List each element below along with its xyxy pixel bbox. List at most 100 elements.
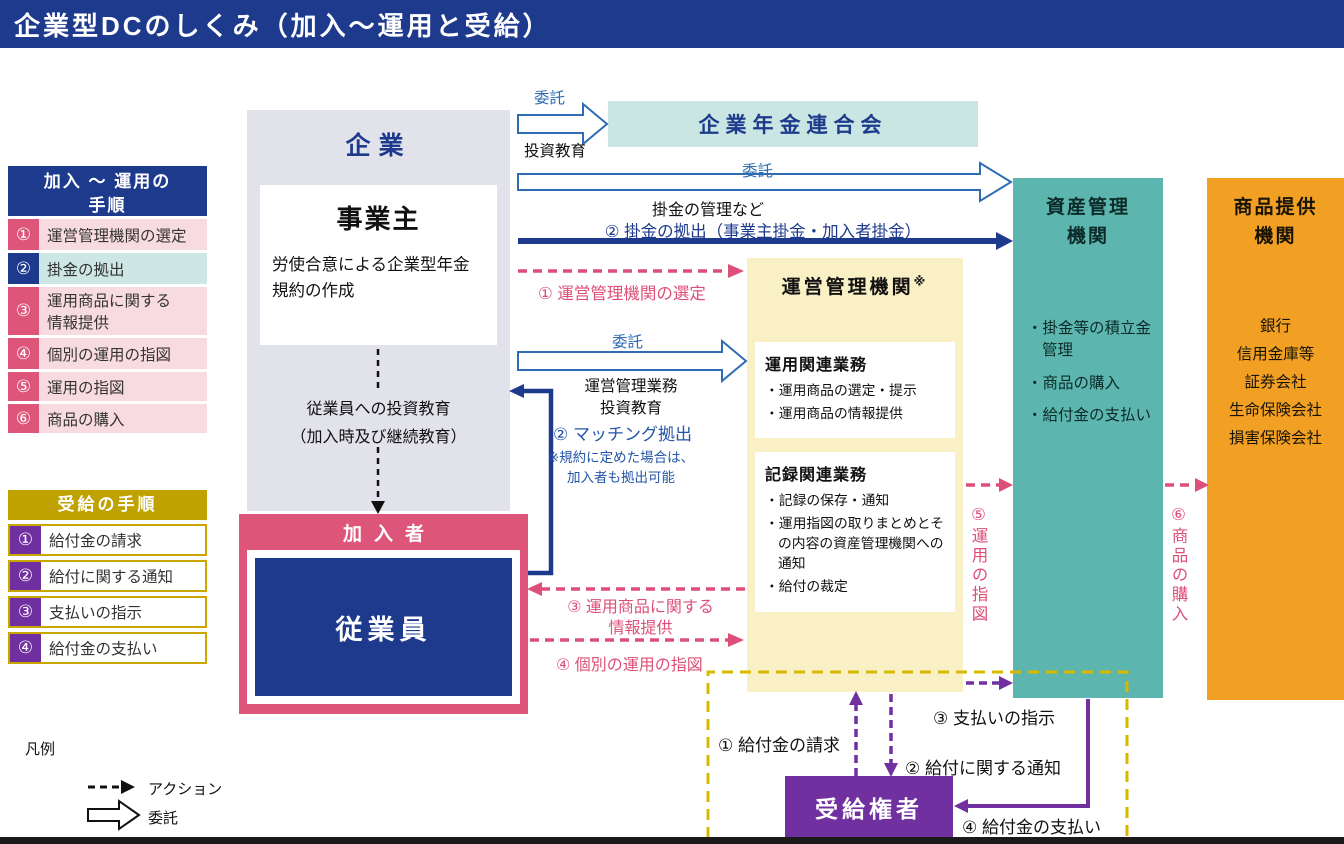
step-label: 商品の購入 (39, 404, 207, 433)
employee-box: 従業員 (255, 558, 512, 696)
legend-action-label: アクション (148, 781, 223, 798)
join-step-row: ④ 個別の運用の指図 (8, 338, 207, 369)
list-item: 証券会社 (1244, 373, 1307, 391)
operation-duty-title: 運用関連業務 (765, 357, 868, 374)
step-label: 支払いの指示 (41, 598, 205, 626)
list-item: 信用金庫等 (1236, 345, 1315, 363)
join-step-row: ① 運営管理機関の選定 (8, 219, 207, 250)
beneficiary-box: 受給権者 (785, 776, 953, 837)
legend-action-arrowhead (121, 780, 135, 794)
company-box: 企業 事業主 労使合意による企業型年金 規約の作成 従業員への投資教育 （加入時… (247, 110, 510, 511)
record-duty-box: 記録関連業務 記録の保存・通知 運用指図の取りまとめとその内容の資産管理機関への… (755, 452, 955, 612)
step-label: 給付金の支払い (41, 634, 205, 662)
investment-education-label: 投資教育 (524, 143, 587, 160)
asset-org-box: 資産管理 機関 掛金等の積立金管理 商品の購入 給付金の支払い (1013, 178, 1163, 698)
benefit-step-row: ① 給付金の請求 (8, 524, 207, 556)
benefit-steps-panel: 受給の手順 ① 給付金の請求 ② 給付に関する通知 ③ 支払いの指示 ④ 給付金… (8, 490, 207, 664)
benefit-notice-arrowhead (884, 763, 898, 777)
benefit-claim-arrowhead (849, 691, 863, 705)
pension-federation-box: 企業年金連合会 (608, 101, 978, 147)
step-number-badge: ③ (10, 598, 41, 626)
product-purchase-label: ⑥商品の購入 (1169, 505, 1187, 625)
operation-duty-list: 運用商品の選定・提示 運用商品の情報提供 (765, 381, 947, 424)
step-number-badge: ④ (10, 634, 41, 662)
step-label: 運営管理機関の選定 (39, 219, 207, 250)
entrust-asset-label: 委託 (742, 163, 774, 180)
list-item: 給付の裁定 (765, 577, 947, 597)
join-step-row: ⑥ 商品の購入 (8, 404, 207, 433)
step-number-badge: ⑤ (8, 372, 39, 401)
admin-org-title: 運営管理機関※ (747, 272, 963, 299)
step-number-badge: ② (8, 253, 39, 284)
list-item: 損害保険会社 (1228, 429, 1322, 447)
entrust-federation-label: 委託 (534, 90, 566, 107)
benefit-payment-arrowhead (954, 799, 968, 813)
investment-instruction-label: ⑤運用の指図 (969, 505, 987, 625)
list-item: 銀行 (1259, 318, 1291, 335)
record-duty-list: 記録の保存・通知 運用指図の取りまとめとその内容の資産管理機関への通知 給付の裁… (765, 491, 947, 597)
admin-org-title-mark: ※ (913, 274, 929, 289)
list-item: 商品の購入 (1027, 373, 1157, 395)
list-item: 運用指図の取りまとめとその内容の資産管理機関への通知 (765, 514, 947, 574)
payment-instruction-label: ③ 支払いの指示 (933, 709, 1055, 728)
employer-box: 事業主 労使合意による企業型年金 規約の作成 (260, 185, 497, 345)
step-number-badge: ③ (8, 287, 39, 335)
company-title: 企業 (345, 132, 412, 160)
matching-note: ※規約に定めた場合は、 加入者も拠出可能 (547, 450, 695, 486)
record-duty-title: 記録関連業務 (765, 467, 868, 484)
list-item: 掛金等の積立金管理 (1027, 318, 1157, 363)
asset-org-list: 掛金等の積立金管理 商品の購入 給付金の支払い (1027, 318, 1157, 438)
matching-arrowhead (509, 384, 524, 398)
product-org-title: 商品提供 機関 (1233, 197, 1318, 247)
list-item: 記録の保存・通知 (765, 491, 947, 511)
entrust-federation-arrow (517, 101, 609, 147)
contribution-mgmt-label: 掛金の管理など (652, 202, 765, 219)
education-text: 従業員への投資教育 （加入時及び継続教育） (290, 401, 467, 446)
member-inner: 従業員 (247, 550, 520, 704)
step-label: 運用商品に関する 情報提供 (39, 287, 207, 335)
select-admin-label: ① 運営管理機関の選定 (538, 285, 706, 303)
legend-entrust-label: 委託 (148, 810, 179, 827)
matching-label: ② マッチング拠出 (553, 425, 692, 444)
step-number-badge: ① (10, 526, 41, 554)
join-step-row: ② 掛金の拠出 (8, 253, 207, 284)
benefit-claim-label: ① 給付金の請求 (718, 736, 840, 755)
step-label: 個別の運用の指図 (39, 338, 207, 369)
join-step-row: ③ 運用商品に関する 情報提供 (8, 287, 207, 335)
step-number-badge: ④ (8, 338, 39, 369)
page-title: 企業型DCのしくみ（加入〜運用と受給） (0, 0, 1344, 48)
list-item: 生命保険会社 (1228, 401, 1322, 419)
admin-duty-label: 運営管理業務 投資教育 (584, 378, 678, 417)
select-admin-arrowhead (728, 264, 744, 278)
benefit-notice-label: ② 給付に関する通知 (905, 759, 1061, 778)
entrust-admin-label: 委託 (612, 334, 644, 351)
benefit-steps-header: 受給の手順 (8, 490, 207, 520)
list-item: 運用商品の情報提供 (765, 404, 947, 424)
step-label: 掛金の拠出 (39, 253, 207, 284)
employer-description: 労使合意による企業型年金 規約の作成 (272, 256, 470, 301)
admin-org-title-text: 運営管理機関 (781, 277, 914, 298)
legend-entrust-arrow (87, 799, 141, 831)
step-label: 運用の指図 (39, 372, 207, 401)
list-item: 給付金の支払い (1027, 405, 1157, 427)
asset-org-title: 資産管理 機関 (1045, 197, 1130, 247)
member-box: 加入者 従業員 (239, 514, 528, 714)
join-step-row: ⑤ 運用の指図 (8, 372, 207, 401)
investment-instruction-arrowhead (999, 478, 1013, 492)
step-label: 給付金の請求 (41, 526, 205, 554)
employer-title: 事業主 (336, 204, 421, 234)
bottom-bar (0, 837, 1344, 844)
join-steps-panel: 加入 〜 運用の 手順 ① 運営管理機関の選定 ② 掛金の拠出 ③ 運用商品に関… (8, 166, 207, 433)
product-info-label: ③ 運用商品に関する 情報提供 (567, 599, 714, 637)
product-org-list: 銀行 信用金庫等 証券会社 生命保険会社 損害保険会社 (1207, 313, 1344, 452)
join-steps-header: 加入 〜 運用の 手順 (8, 166, 207, 216)
contribution-label: ② 掛金の拠出（事業主掛金・加入者掛金） (604, 223, 922, 241)
benefit-step-row: ④ 給付金の支払い (8, 632, 207, 664)
benefit-step-row: ③ 支払いの指示 (8, 596, 207, 628)
product-org-box: 商品提供 機関 銀行 信用金庫等 証券会社 生命保険会社 損害保険会社 (1207, 178, 1344, 700)
benefit-payment-label: ④ 給付金の支払い (962, 818, 1101, 837)
individual-instruction-label: ④ 個別の運用の指図 (556, 657, 703, 674)
payment-instruction-arrowhead (999, 676, 1013, 690)
step-number-badge: ① (8, 219, 39, 250)
